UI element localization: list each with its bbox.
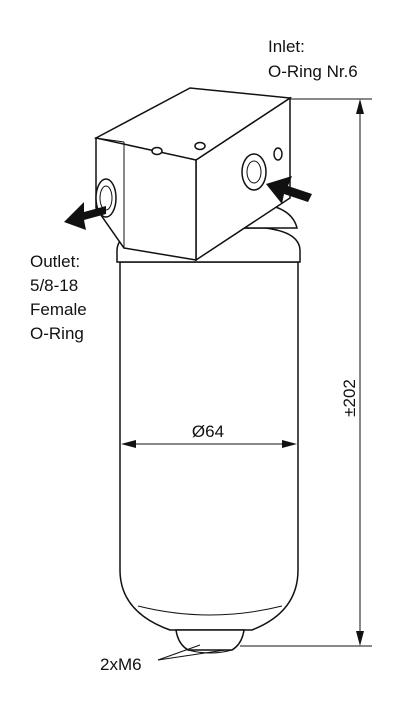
canister-bottom-seam (137, 605, 283, 616)
head-block-chamfer-top (95, 137, 125, 143)
top-hole-1-icon (151, 146, 163, 156)
bolts-label: 2xM6 (100, 655, 142, 674)
head-block-top-face (93, 87, 293, 161)
leader-lines (157, 644, 226, 661)
outlet-arrow-icon (64, 202, 106, 230)
canister-bottom-boss (175, 629, 245, 651)
diameter-arrow-right (282, 440, 297, 448)
bolt-leader-2 (157, 649, 226, 661)
side-screw-hole-icon (273, 147, 283, 161)
inlet-port-icon (241, 153, 267, 191)
outlet-label: Outlet: (30, 252, 80, 271)
diameter-label: Ø64 (192, 422, 224, 441)
height-arrow-bottom (356, 631, 364, 646)
diameter-dimension: Ø64 (121, 422, 297, 448)
canister-bottom-boss-edge (187, 649, 233, 654)
height-dimension: ±202 (240, 98, 372, 647)
inlet-oring-label: O-Ring Nr.6 (268, 62, 358, 81)
outlet-thread-label: 5/8-18 (30, 276, 78, 295)
inlet-arrow-icon (266, 176, 312, 204)
inlet-label: Inlet: (268, 37, 305, 56)
outlet-female-label: Female (30, 300, 87, 319)
canister-body (119, 261, 299, 631)
diameter-arrow-left (121, 440, 136, 448)
flow-arrows (64, 176, 312, 230)
inlet-port-bore (246, 160, 262, 184)
head-block (93, 87, 293, 262)
height-label: ±202 (340, 379, 359, 417)
outlet-oring-label: O-Ring (30, 324, 84, 343)
bolt-leader-1 (157, 644, 201, 661)
top-hole-2-icon (194, 141, 206, 151)
height-arrow-top (356, 99, 364, 114)
